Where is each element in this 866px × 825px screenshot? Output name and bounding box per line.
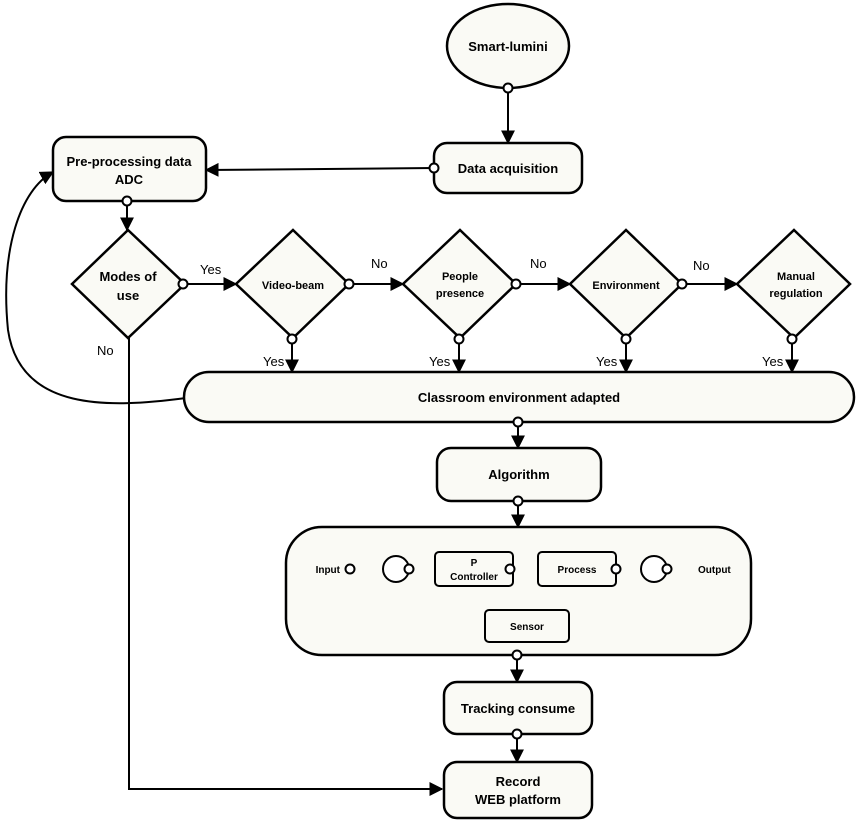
manual-regulation-label-line2: regulation — [769, 288, 822, 300]
tracking-consume-node: Tracking consume — [442, 680, 594, 736]
record-label-line1: Record — [496, 774, 541, 789]
record-label-line2: WEB platform — [475, 792, 561, 807]
connector-ports — [121, 82, 798, 740]
modes-no-label: No — [97, 343, 114, 358]
preprocessing-node: Pre-processing data ADC — [51, 135, 208, 203]
edge-classroom-feedback-to-preprocessing — [5, 171, 187, 405]
sensor-label: Sensor — [510, 622, 544, 633]
port-videobeam-right — [343, 278, 355, 290]
control-loop-panel: Input P Controller Process Output Sensor — [284, 525, 753, 657]
people-presence-label-line1: People — [442, 271, 478, 283]
video-beam-node: Video-beam — [234, 228, 351, 340]
people-no-label: No — [530, 256, 547, 271]
preprocessing-label-line2: ADC — [115, 172, 144, 187]
port-controlloop-bottom — [511, 649, 523, 661]
modes-of-use-node: Modes of use — [70, 228, 187, 340]
edge-acquisition-to-preprocessing — [204, 162, 435, 177]
algorithm-label: Algorithm — [488, 467, 549, 482]
environment-no-label: No — [693, 258, 710, 273]
tracking-consume-label: Tracking consume — [461, 701, 575, 716]
manual-regulation-node: Manual regulation — [735, 228, 852, 340]
port-acquisition-left — [428, 162, 440, 174]
port-videobeam-bottom — [286, 333, 298, 345]
port-tracking-bottom — [511, 728, 523, 740]
video-beam-label: Video-beam — [262, 280, 324, 292]
port-people-right — [510, 278, 522, 290]
people-yes-label: Yes — [429, 354, 451, 369]
smart-lumini-label: Smart-lumini — [468, 39, 547, 54]
p-controller-label-line2: Controller — [450, 572, 498, 583]
port-lumini-bottom — [502, 82, 514, 94]
record-node: Record WEB platform — [442, 760, 594, 820]
people-presence-label-line2: presence — [436, 288, 484, 300]
classroom-adapted-label: Classroom environment adapted — [418, 390, 620, 405]
port-sum-right — [403, 563, 415, 575]
port-manual-bottom — [786, 333, 798, 345]
port-environment-bottom — [620, 333, 632, 345]
process-label: Process — [558, 565, 597, 576]
modes-of-use-label-line1: Modes of — [99, 269, 157, 284]
data-acquisition-node: Data acquisition — [432, 141, 584, 195]
port-process-right — [610, 563, 622, 575]
videobeam-no-label: No — [371, 256, 388, 271]
sensor-block: Sensor — [484, 609, 570, 643]
input-label: Input — [316, 565, 341, 576]
people-presence-node: People presence — [401, 228, 518, 340]
port-environment-right — [676, 278, 688, 290]
smart-lumini-node: Smart-lumini — [445, 2, 571, 90]
environment-node: Environment — [568, 228, 684, 340]
classroom-adapted-node: Classroom environment adapted — [182, 370, 856, 424]
process-block: Process — [537, 551, 617, 587]
port-takeoff-right — [661, 563, 673, 575]
videobeam-yes-label: Yes — [263, 354, 285, 369]
algorithm-node: Algorithm — [435, 446, 603, 503]
manual-yes-label: Yes — [762, 354, 784, 369]
port-pcontroller-right — [504, 563, 516, 575]
preprocessing-label-line1: Pre-processing data — [67, 154, 193, 169]
manual-regulation-label-line1: Manual — [777, 271, 815, 283]
output-label: Output — [698, 565, 731, 576]
environment-label: Environment — [592, 280, 660, 292]
port-algorithm-bottom — [512, 495, 524, 507]
p-controller-label-line1: P — [471, 558, 478, 569]
data-acquisition-label: Data acquisition — [458, 161, 558, 176]
edge-modes-no-to-record — [128, 338, 444, 796]
p-controller-block: P Controller — [434, 551, 514, 587]
port-classroom-bottom — [512, 416, 524, 428]
edge-labels: Yes No No Yes No Yes No Yes Yes — [97, 256, 784, 369]
environment-yes-label: Yes — [596, 354, 618, 369]
modes-yes-label: Yes — [200, 262, 222, 277]
port-people-bottom — [453, 333, 465, 345]
modes-of-use-label-line2: use — [117, 288, 139, 303]
port-modes-right — [177, 278, 189, 290]
port-input — [344, 563, 356, 575]
port-preprocessing-bottom — [121, 195, 133, 207]
